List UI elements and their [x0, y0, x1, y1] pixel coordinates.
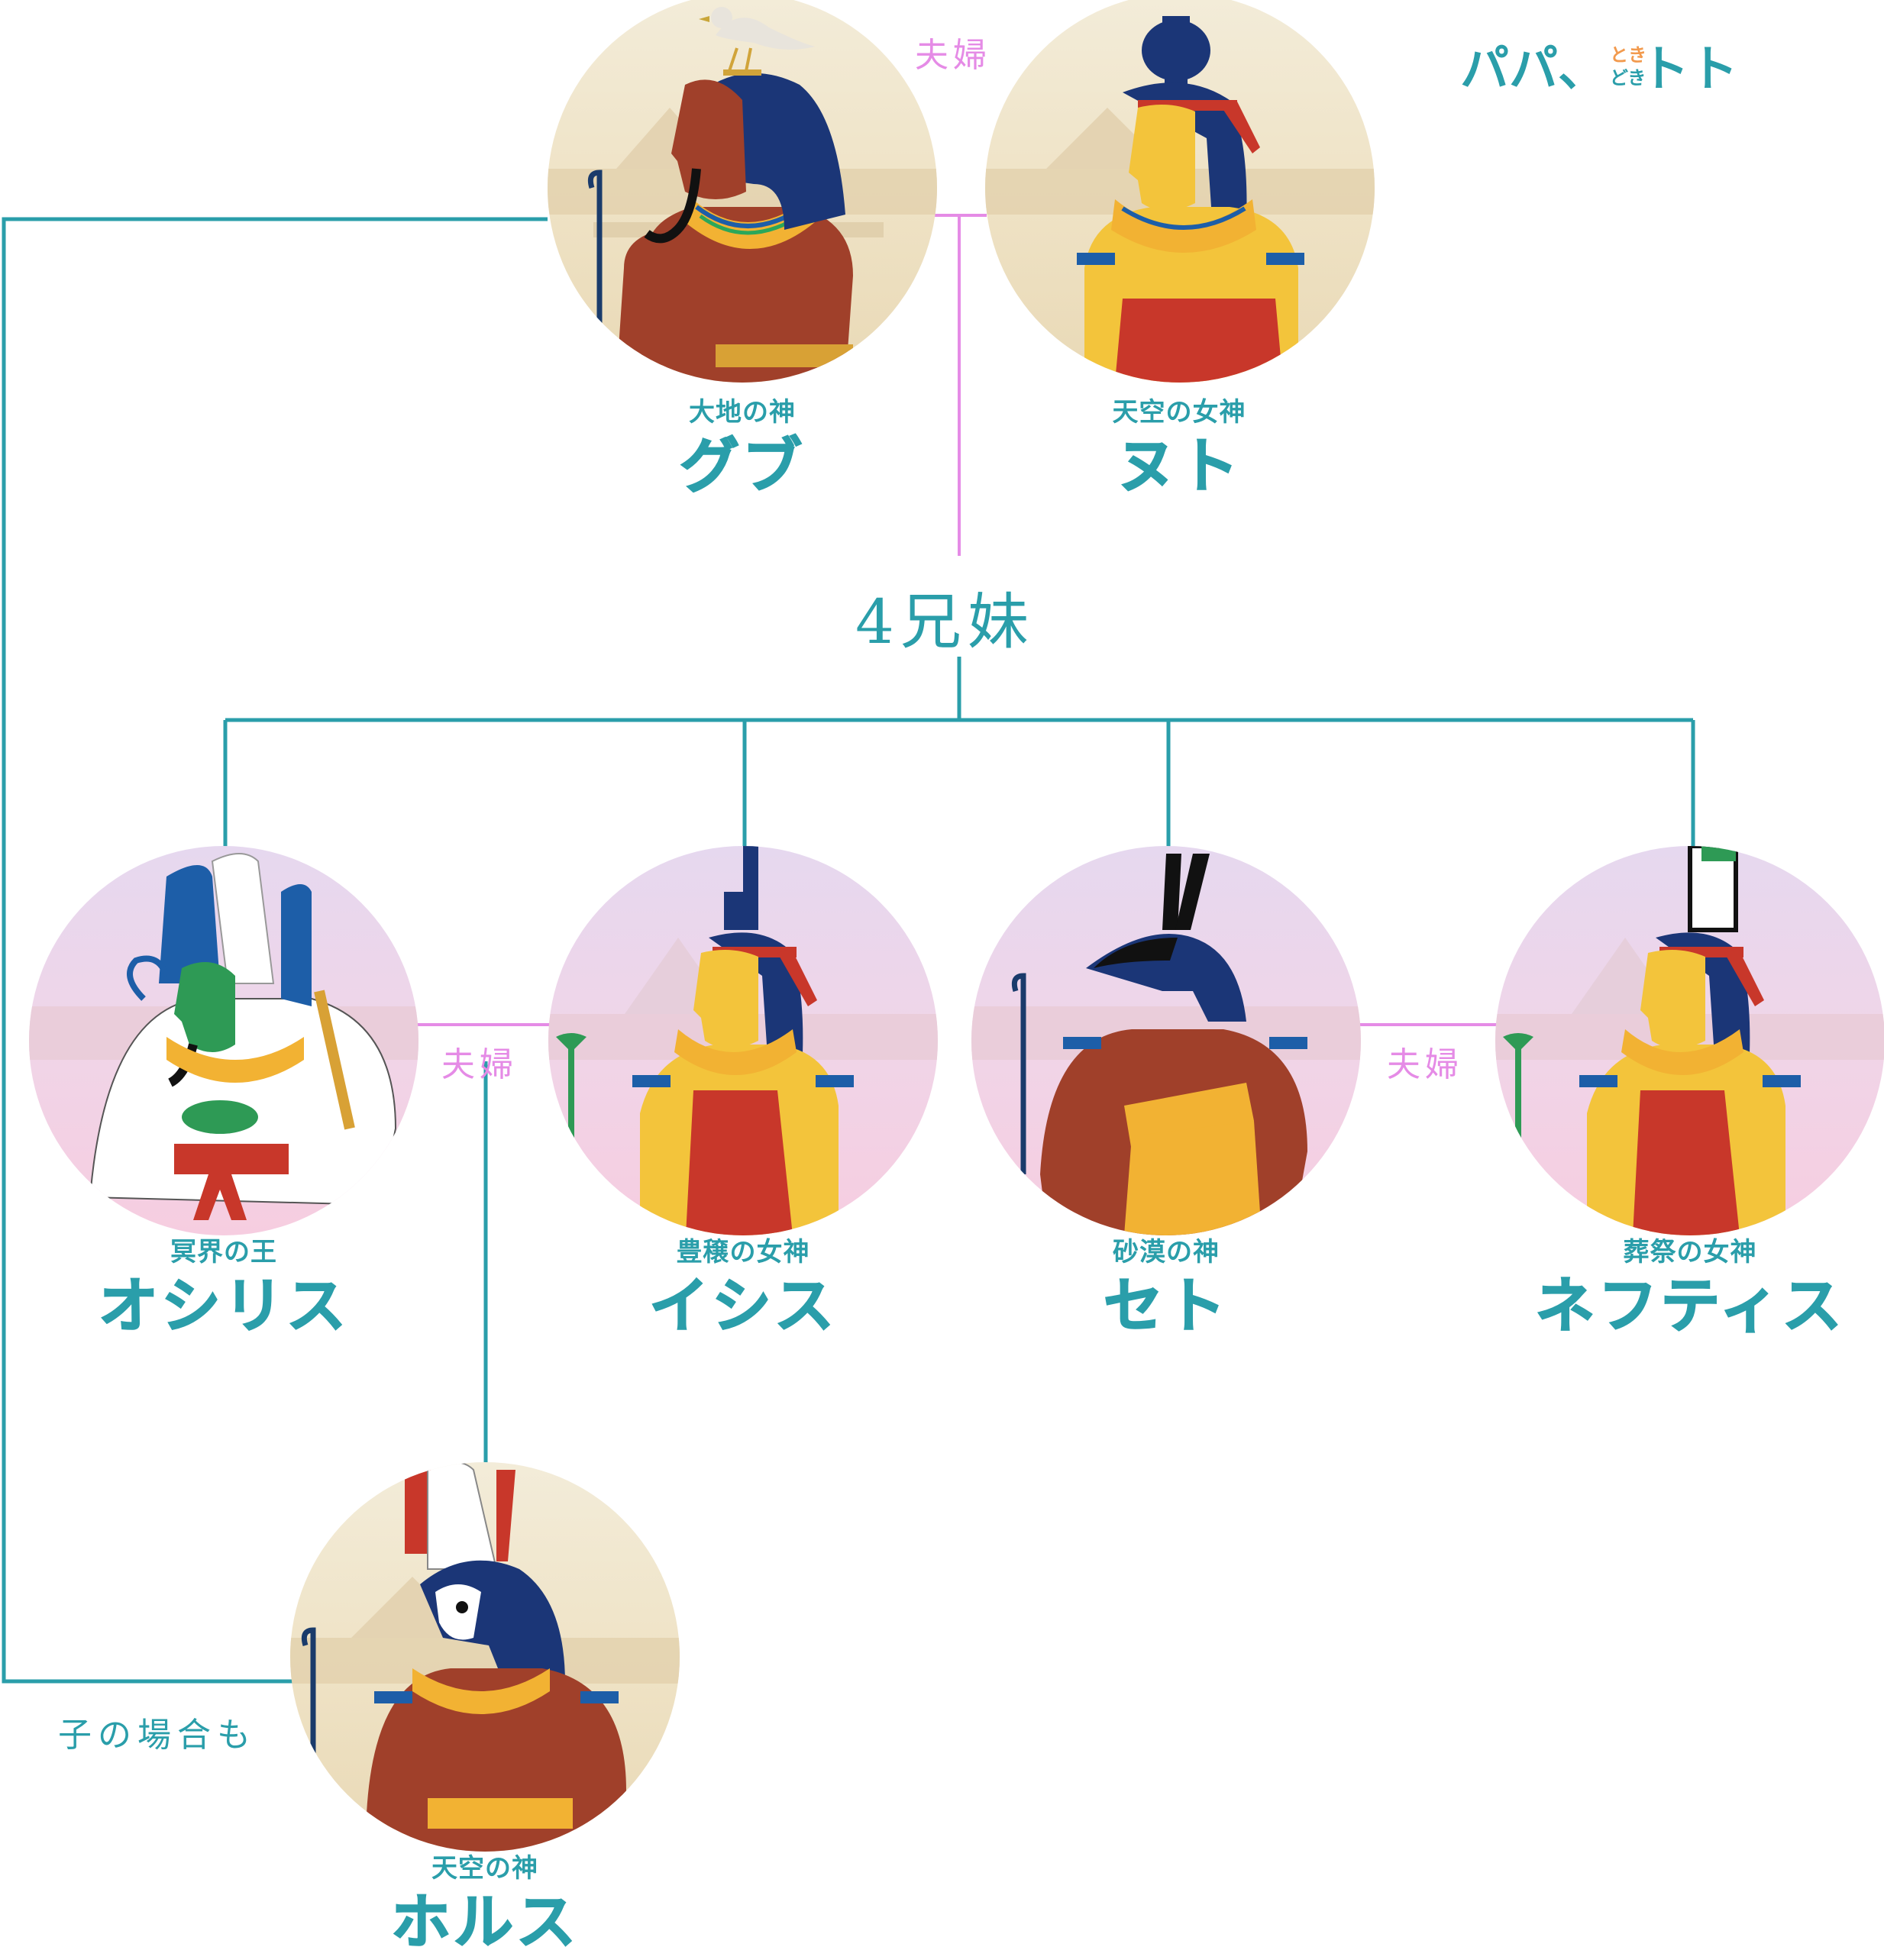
geb-portrait: [548, 0, 937, 383]
isis-role: 豊穣の女神: [676, 1237, 810, 1267]
geb-nut-couple-label: 夫婦: [915, 36, 991, 75]
child-case-label: 子の場合も: [58, 1716, 257, 1755]
isis-name: イシス: [648, 1271, 837, 1342]
horus-name: ホルス: [390, 1887, 579, 1958]
logo-small-bottom: どき: [1610, 67, 1646, 89]
osiris-name: オシリス: [98, 1271, 349, 1342]
geb-horus-connector: [2, 217, 548, 1684]
logo-small-top: とき: [1610, 44, 1646, 66]
nut-portrait: [985, 0, 1375, 383]
set-role: 砂漠の神: [1113, 1237, 1220, 1267]
logo-part1: パパ、: [1460, 41, 1607, 98]
nut-name: ヌト: [1116, 431, 1242, 502]
god-node-nut[interactable]: 天空の女神 ヌト: [981, 0, 1378, 502]
horus-role: 天空の神: [431, 1853, 538, 1884]
osiris-portrait: [29, 846, 418, 1235]
god-node-set[interactable]: 砂漠の神 セト: [971, 846, 1369, 1342]
osiris-isis-couple-label: 夫婦: [441, 1045, 518, 1084]
geb-role: 大地の神: [689, 397, 796, 428]
set-nephthys-couple-label: 夫婦: [1387, 1045, 1463, 1084]
siblings-label: 4兄妹: [855, 586, 1035, 657]
logo-part2: トト: [1640, 41, 1735, 98]
papa-tokidoki-toto-logo[interactable]: パパ、 とき どき トト: [1460, 37, 1738, 98]
god-node-osiris[interactable]: 冥界の王 オシリス: [29, 846, 426, 1342]
geb-name: グブ: [679, 431, 805, 502]
nut-role: 天空の女神: [1112, 397, 1246, 428]
isis-portrait: [548, 846, 938, 1235]
god-node-horus[interactable]: 天空の神 ホルス: [290, 1462, 687, 1958]
osiris-role: 冥界の王: [170, 1237, 277, 1267]
logo-mark: パパ、 とき どき トト: [1460, 41, 1738, 98]
horus-portrait: [290, 1462, 680, 1852]
set-portrait: [971, 846, 1361, 1235]
nephthys-name: ネフティス: [1534, 1271, 1845, 1342]
nephthys-portrait: [1495, 846, 1884, 1235]
god-node-geb[interactable]: 大地の神 グブ: [544, 0, 941, 502]
set-name: セト: [1103, 1271, 1229, 1342]
god-node-isis[interactable]: 豊穣の女神 イシス: [548, 846, 945, 1342]
nephthys-role: 葬祭の女神: [1623, 1237, 1757, 1267]
god-node-nephthys[interactable]: 葬祭の女神 ネフティス: [1495, 846, 1884, 1342]
